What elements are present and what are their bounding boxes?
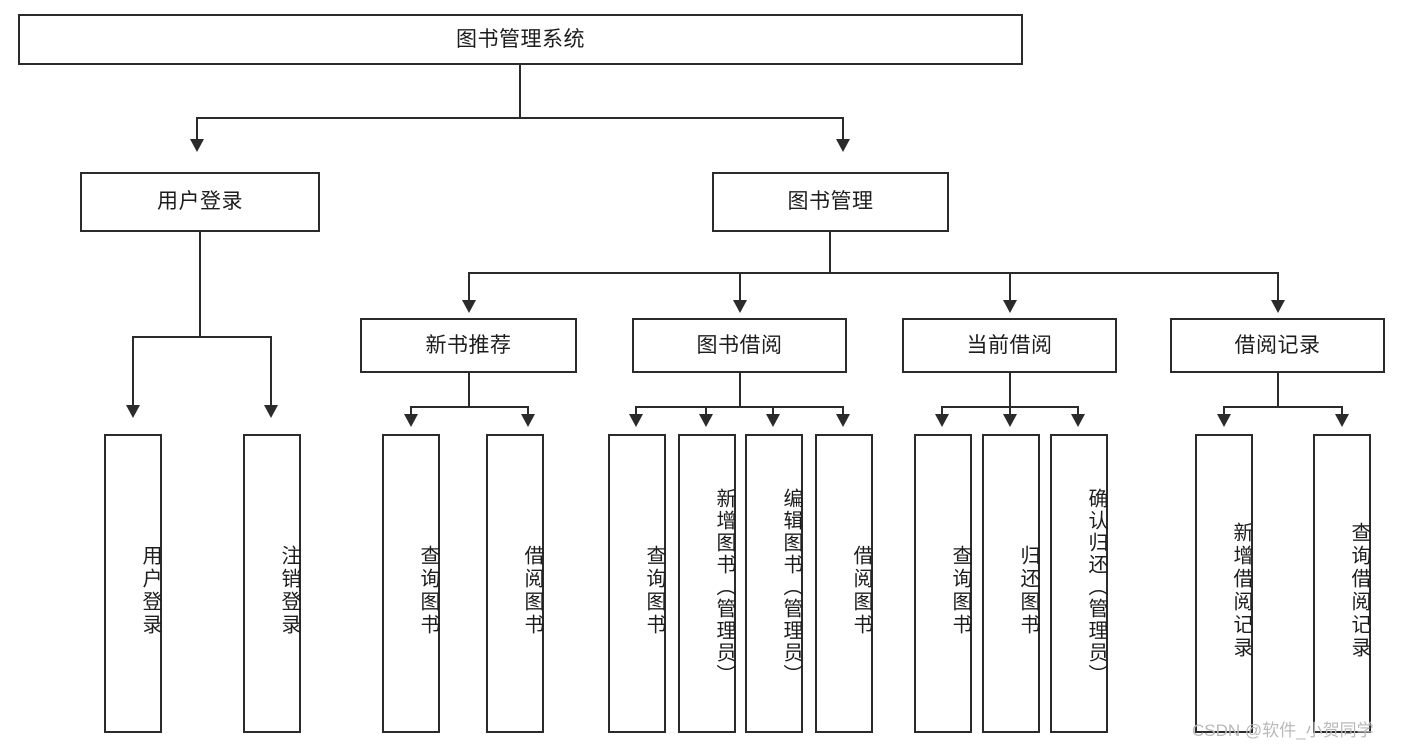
connector-br-to-leaf-0	[1223, 406, 1225, 418]
connector-cb-to-leaf-2	[1077, 406, 1079, 418]
leaf-label: 查询图书	[949, 544, 971, 637]
node-book-borrow[interactable]: 图书借阅	[632, 318, 847, 373]
connector-bb-to-leaf-0	[635, 406, 637, 418]
node-borrow-record[interactable]: 借阅记录	[1170, 318, 1385, 373]
node-root-book-management-system[interactable]: 图书管理系统	[18, 14, 1023, 65]
connector-bb-stem	[739, 373, 741, 407]
leaf-label: 查询借阅记录	[1348, 521, 1370, 660]
arrowhead-nbr-leaf-0	[404, 414, 418, 427]
arrowhead-user-login-leaf-0	[126, 405, 140, 418]
arrowhead-root-to-user-login	[190, 139, 204, 152]
connector-cb-stem	[1009, 373, 1011, 407]
csdn-watermark: CSDN @软件_小贺同学	[1192, 721, 1374, 740]
connector-nbr-to-leaf-0	[410, 406, 412, 418]
leaf-user-login-1[interactable]: 注销登录	[243, 434, 301, 733]
connector-root-to-user-login	[196, 117, 198, 143]
arrowhead-br-leaf-0	[1217, 414, 1231, 427]
connector-nbr-bus	[410, 406, 528, 408]
arrowhead-bm-to-book-borrow	[733, 300, 747, 313]
connector-br-bus	[1223, 406, 1342, 408]
arrowhead-bb-leaf-0	[629, 414, 643, 427]
arrowhead-nbr-leaf-1	[521, 414, 535, 427]
arrowhead-bm-to-new-book	[462, 300, 476, 313]
arrowhead-bm-to-current-borrow	[1003, 300, 1017, 313]
connector-user-login-to-leaf-1	[270, 336, 272, 409]
arrowhead-root-to-book-management	[836, 139, 850, 152]
leaf-label: 新增图书（管理员）	[713, 487, 735, 686]
connector-root-to-book-management	[842, 117, 844, 143]
connector-bb-to-leaf-2	[772, 406, 774, 418]
leaf-current-borrow-2[interactable]: 确认归还（管理员）	[1050, 434, 1108, 733]
leaf-new-book-recommend-1[interactable]: 借阅图书	[486, 434, 544, 733]
leaf-label: 编辑图书（管理员）	[780, 487, 802, 686]
leaf-book-borrow-3[interactable]: 借阅图书	[815, 434, 873, 733]
connector-br-stem	[1277, 373, 1279, 407]
node-book-management[interactable]: 图书管理	[712, 172, 949, 232]
leaf-borrow-record-0[interactable]: 新增借阅记录	[1195, 434, 1253, 733]
leaf-label: 查询图书	[417, 544, 439, 637]
node-user-login[interactable]: 用户登录	[80, 172, 320, 232]
leaf-label: 确认归还（管理员）	[1085, 487, 1107, 686]
connector-bb-bus	[635, 406, 843, 408]
arrowhead-bb-leaf-1	[699, 414, 713, 427]
connector-root-stem	[519, 65, 521, 118]
leaf-borrow-record-1[interactable]: 查询借阅记录	[1313, 434, 1371, 733]
connector-bm-to-new-book	[468, 272, 470, 304]
leaf-label: 借阅图书	[850, 544, 872, 637]
leaf-book-borrow-0[interactable]: 查询图书	[608, 434, 666, 733]
node-current-borrow[interactable]: 当前借阅	[902, 318, 1117, 373]
leaf-label: 查询图书	[643, 544, 665, 637]
arrowhead-bm-to-borrow-record	[1271, 300, 1285, 313]
connector-user-login-stem	[199, 232, 201, 337]
arrowhead-cb-leaf-1	[1003, 414, 1017, 427]
leaf-label: 归还图书	[1017, 544, 1039, 637]
arrowhead-bb-leaf-3	[836, 414, 850, 427]
connector-bm-to-book-borrow	[739, 272, 741, 304]
leaf-label: 用户登录	[139, 544, 161, 637]
leaf-book-borrow-2[interactable]: 编辑图书（管理员）	[745, 434, 803, 733]
node-new-book-recommend[interactable]: 新书推荐	[360, 318, 577, 373]
connector-root-bus	[196, 117, 844, 119]
leaf-book-borrow-1[interactable]: 新增图书（管理员）	[678, 434, 736, 733]
leaf-label: 新增借阅记录	[1230, 521, 1252, 660]
arrowhead-bb-leaf-2	[766, 414, 780, 427]
connector-user-login-bus	[132, 336, 271, 338]
connector-bb-to-leaf-3	[842, 406, 844, 418]
leaf-label: 注销登录	[278, 544, 300, 637]
leaf-label: 借阅图书	[521, 544, 543, 637]
connector-nbr-stem	[468, 373, 470, 407]
connector-cb-to-leaf-0	[941, 406, 943, 418]
connector-bm-to-current-borrow	[1009, 272, 1011, 304]
leaf-new-book-recommend-0[interactable]: 查询图书	[382, 434, 440, 733]
connector-cb-to-leaf-1	[1009, 406, 1011, 418]
arrowhead-cb-leaf-2	[1071, 414, 1085, 427]
connector-book-management-bus	[468, 272, 1279, 274]
connector-bm-to-borrow-record	[1277, 272, 1279, 304]
leaf-current-borrow-0[interactable]: 查询图书	[914, 434, 972, 733]
leaf-user-login-0[interactable]: 用户登录	[104, 434, 162, 733]
arrowhead-user-login-leaf-1	[264, 405, 278, 418]
arrowhead-cb-leaf-0	[935, 414, 949, 427]
connector-book-management-stem	[829, 232, 831, 273]
arrowhead-br-leaf-1	[1335, 414, 1349, 427]
connector-br-to-leaf-1	[1341, 406, 1343, 418]
connector-bb-to-leaf-1	[705, 406, 707, 418]
connector-nbr-to-leaf-1	[527, 406, 529, 418]
leaf-current-borrow-1[interactable]: 归还图书	[982, 434, 1040, 733]
connector-user-login-to-leaf-0	[132, 336, 134, 409]
